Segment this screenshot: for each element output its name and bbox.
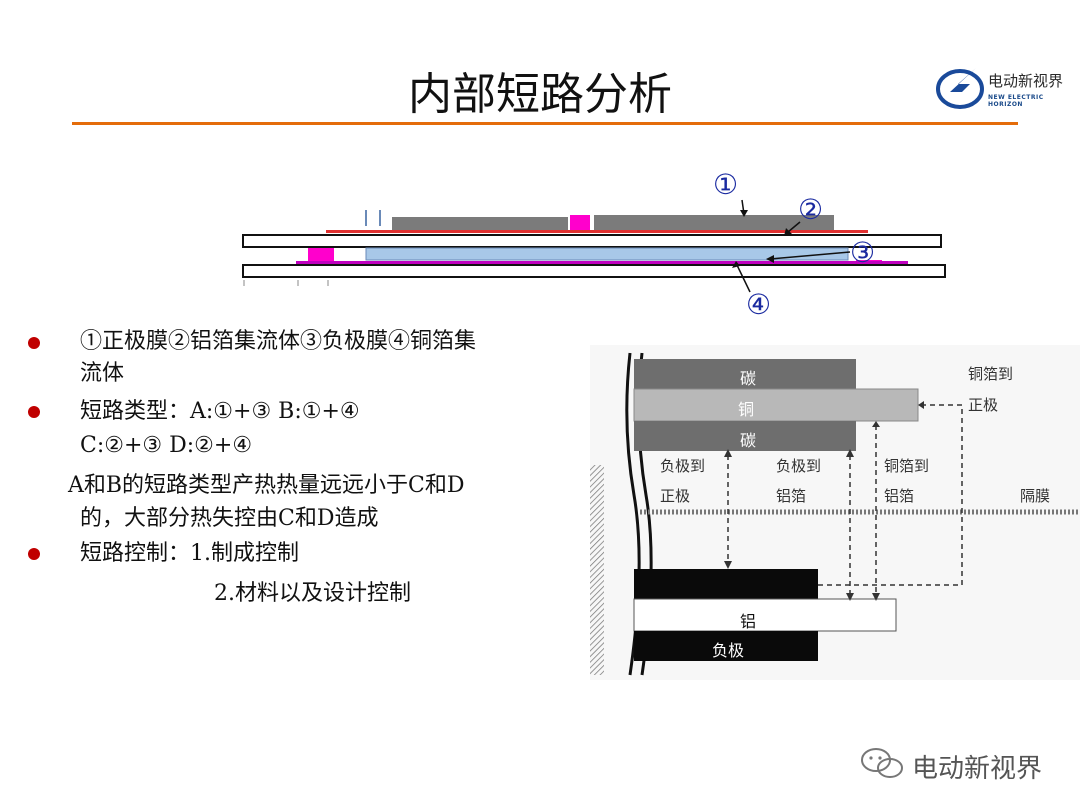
layer-black-top [634, 569, 818, 599]
label-negative: 负极 [712, 641, 745, 660]
marker-cathode-film: ① [713, 168, 739, 201]
bullet-dot [28, 406, 40, 418]
label-anode-to-al-2: 铝箔 [776, 487, 807, 505]
aluminum-foil-line [326, 230, 868, 233]
layer-carbon-top [634, 359, 856, 389]
hatched-wall [590, 465, 604, 675]
label-carbon-bottom: 碳 [740, 431, 757, 450]
wechat-icon [861, 748, 903, 778]
cathode-film-left [392, 217, 568, 230]
note-text: 的，大部分热失控由C和D造成 [80, 506, 379, 531]
logo-text: 电动新视界 [988, 72, 1064, 90]
label-cu-to-al-2: 铝箔 [884, 487, 915, 505]
page-title: 内部短路分析 [408, 69, 672, 120]
layer-copper [633, 388, 919, 422]
watermark-text: 电动新视界 [912, 754, 1043, 784]
separator-lower [242, 264, 946, 278]
separator-upper [242, 234, 942, 248]
anode-film [365, 247, 849, 261]
label-aluminum: 铝 [740, 612, 757, 631]
title-underline [72, 122, 1018, 125]
bullet-text: 2.材料以及设计控制 [214, 581, 411, 606]
defect-block-top [570, 215, 590, 230]
label-anode-to-cathode-2: 正极 [660, 487, 691, 505]
electrode-stack-diagram [242, 199, 946, 293]
marker-copper-foil: ④ [746, 288, 772, 321]
bullet-dot [28, 337, 40, 349]
label-separator: 隔膜 [1020, 487, 1051, 505]
label-cu-to-cathode-1: 铜箔到 [968, 365, 1014, 383]
label-anode-to-al-1: 负极到 [776, 457, 822, 475]
bullet-dot [28, 548, 40, 560]
label-cu-to-al-1: 铜箔到 [884, 457, 930, 475]
label-carbon-top: 碳 [740, 369, 757, 388]
bullet-text: ①正极膜②铝箔集流体③负极膜④铜箔集 [80, 329, 477, 354]
copper-foil-line [296, 261, 908, 264]
marker-anode-film: ③ [850, 236, 876, 269]
label-copper: 铜 [738, 400, 755, 419]
brand-logo-icon [936, 68, 984, 112]
layer-aluminum [633, 598, 897, 632]
bullet-text: C:②+③ D:②+④ [80, 433, 253, 458]
bullet-text: 短路类型：A:①+③ B:①+④ [80, 399, 360, 424]
bullet-text: 短路控制：1.制成控制 [80, 541, 299, 566]
logo-subtext: NEW ELECTRIC HORIZON [988, 94, 1044, 108]
layer-negative [634, 631, 818, 661]
short-circuit-path-diagram [590, 345, 1080, 680]
label-cu-to-cathode-2: 正极 [968, 396, 999, 414]
label-anode-to-cathode-1: 负极到 [660, 457, 706, 475]
cathode-film-right [594, 215, 834, 230]
layer-carbon-bottom [634, 421, 856, 451]
defect-block-left [308, 248, 334, 262]
bullet-text: 流体 [80, 361, 125, 386]
marker-aluminum-foil: ② [798, 193, 824, 226]
note-text: A和B的短路类型产热热量远远小于C和D [68, 473, 465, 498]
